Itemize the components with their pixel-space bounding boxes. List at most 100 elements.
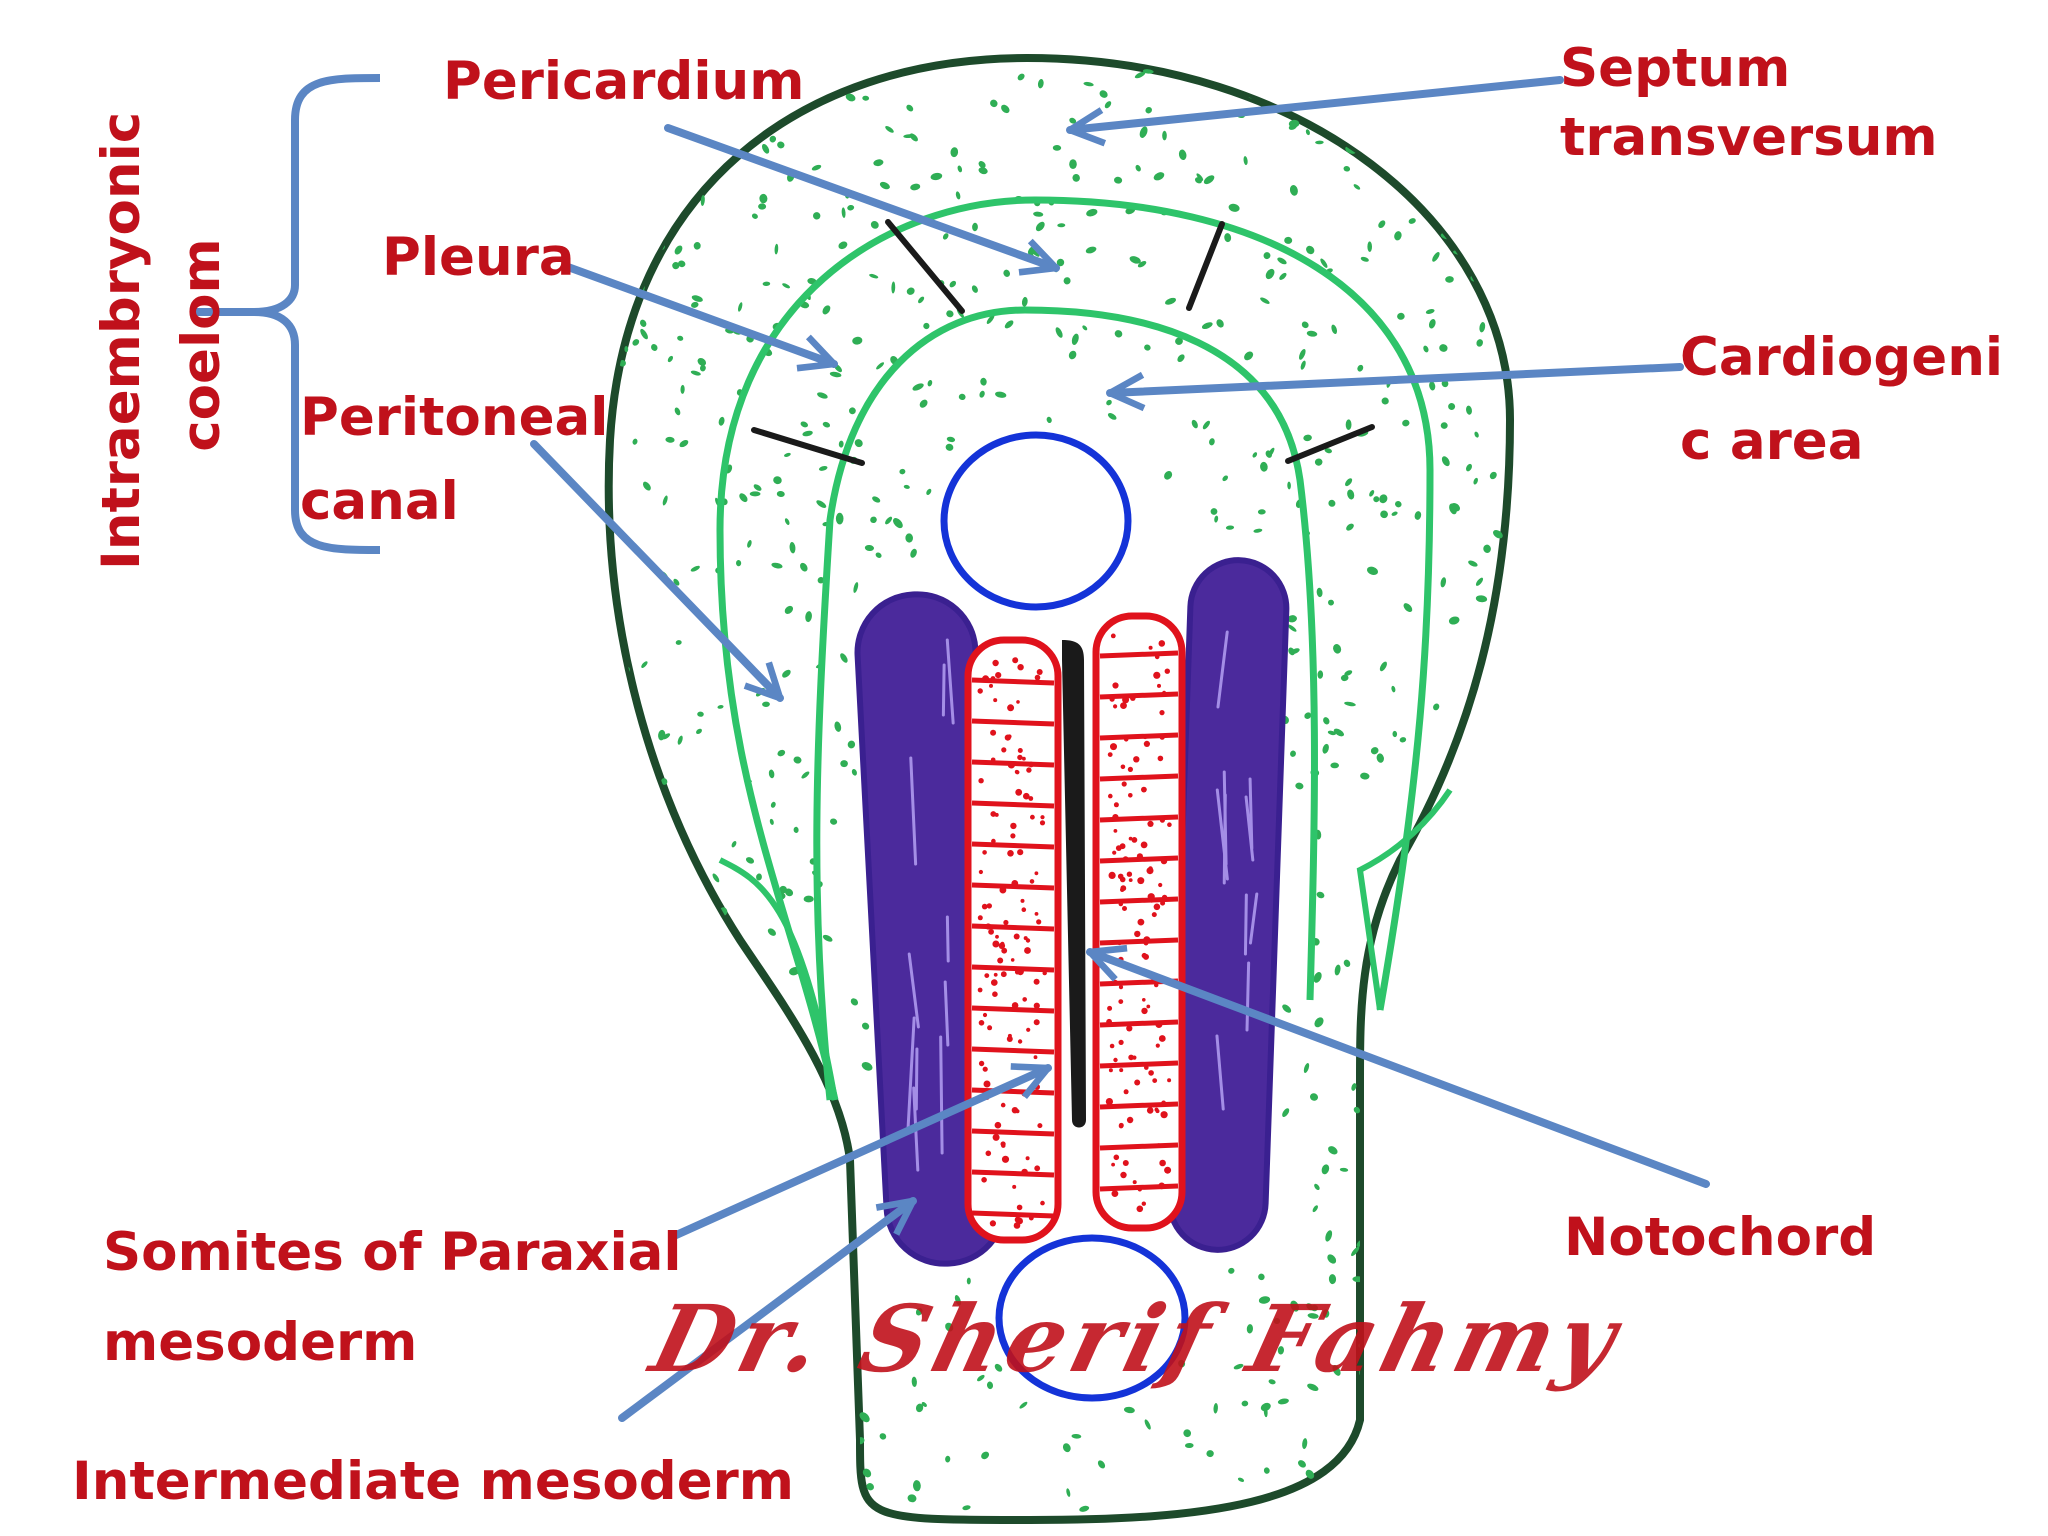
somite-dot <box>1016 700 1020 704</box>
somite-dot <box>1108 1068 1113 1073</box>
mesoderm-dot <box>782 283 791 289</box>
mesoderm-dot <box>1360 772 1370 780</box>
mesoderm-dot <box>946 436 956 443</box>
mesoderm-dot <box>1033 211 1044 217</box>
mesoderm-dot <box>919 399 928 408</box>
mesoderm-dot <box>1243 156 1248 166</box>
mesoderm-dot <box>1397 312 1405 320</box>
mesoderm-dot <box>1290 1300 1300 1312</box>
mesoderm-dot <box>1328 1274 1337 1285</box>
mesoderm-dot <box>830 818 838 825</box>
mesoderm-dot <box>806 1184 814 1191</box>
label-peritoneal-line1: Peritoneal <box>300 387 609 448</box>
mesoderm-dot <box>1490 109 1499 119</box>
mesoderm-dot <box>777 141 785 149</box>
mesoderm-dot <box>1367 241 1373 252</box>
somite-dot <box>1034 871 1039 876</box>
somite-dot <box>1010 822 1017 830</box>
somite-dot <box>1007 850 1014 857</box>
mesoderm-dot <box>1485 752 1495 764</box>
mesoderm-dot <box>1001 104 1010 114</box>
mesoderm-dot <box>691 295 703 302</box>
mesoderm-dot <box>639 153 649 161</box>
mesoderm-dot <box>661 778 668 785</box>
somite-dot <box>978 1060 985 1067</box>
mesoderm-dot <box>1071 1433 1082 1439</box>
somite-dot <box>982 675 990 683</box>
mesoderm-dot <box>712 873 720 883</box>
somite-dot <box>978 1020 985 1026</box>
mesoderm-dot <box>1376 753 1384 763</box>
mesoderm-dot <box>817 392 828 399</box>
mesoderm-dot <box>1412 1104 1423 1113</box>
mesoderm-dot <box>911 1376 917 1387</box>
mesoderm-dot <box>1425 1445 1434 1453</box>
mesoderm-dot <box>1142 69 1154 74</box>
somite-dot <box>995 672 1002 679</box>
label-pleura: Pleura <box>382 227 575 288</box>
mesoderm-dot <box>1290 648 1300 655</box>
somite-dot <box>1034 674 1041 681</box>
mesoderm-dot <box>1441 214 1448 227</box>
somite-dot <box>978 778 984 784</box>
somite-dot <box>1040 1200 1045 1206</box>
somite-dot <box>1110 633 1116 639</box>
mesoderm-dot <box>1263 1467 1270 1474</box>
mesoderm-dot <box>1447 195 1453 202</box>
mesoderm-dot <box>816 500 827 508</box>
somite-segment <box>1099 814 1179 823</box>
somite-dot <box>1134 930 1141 938</box>
somite-dot <box>1161 690 1167 696</box>
mesoderm-dot <box>757 1397 767 1408</box>
somite-dot <box>1000 1102 1006 1108</box>
mesoderm-dot <box>677 735 683 745</box>
somite-dot <box>1028 796 1034 801</box>
mesoderm-dot <box>1263 252 1271 260</box>
mesoderm-dot <box>1340 674 1349 682</box>
somite-dot <box>1164 668 1171 674</box>
mesoderm-dot <box>680 384 685 394</box>
mesoderm-dot <box>1178 1359 1186 1368</box>
mesoderm-dot <box>870 516 877 524</box>
mesoderm-dot <box>921 1402 927 1407</box>
mesoderm-dot <box>1139 126 1148 138</box>
mesoderm-dot <box>649 176 659 184</box>
mesoderm-dot <box>1164 471 1173 480</box>
mesoderm-dot <box>1472 162 1481 170</box>
mesoderm-dot <box>1355 1498 1366 1507</box>
mesoderm-dot <box>1394 231 1402 241</box>
mesoderm-dot <box>1185 1442 1194 1449</box>
mesoderm-dot <box>841 207 846 218</box>
somite-dot <box>1122 1160 1129 1166</box>
author-signature: Dr. Sherif Fahmy <box>641 1285 1633 1393</box>
mesoderm-dot <box>1474 431 1479 438</box>
mesoderm-dot <box>677 335 684 341</box>
mesoderm-dot <box>1481 118 1492 127</box>
somite-dot <box>982 1066 988 1072</box>
somite-dot <box>1113 704 1118 709</box>
mesoderm-dot <box>758 203 767 210</box>
mesoderm-dot <box>1137 260 1147 268</box>
somite-dot <box>1144 1065 1149 1070</box>
mesoderm-dot <box>979 390 985 398</box>
mesoderm-dot <box>899 468 906 475</box>
somite-dot <box>988 928 994 935</box>
mesoderm-dot <box>1203 175 1215 185</box>
mesoderm-dot <box>1423 345 1429 353</box>
somite-dot <box>1167 822 1172 827</box>
mesoderm-dot <box>784 605 794 614</box>
mesoderm-dot <box>930 172 943 181</box>
coelom-inner-base <box>1356 788 1453 1011</box>
mesoderm-dot <box>854 68 860 76</box>
mesoderm-dot <box>1191 419 1198 429</box>
mesoderm-dot <box>656 1410 666 1416</box>
somite-dot <box>990 757 996 763</box>
mesoderm-dot <box>1209 438 1215 446</box>
somite-dot <box>1024 947 1031 954</box>
mesoderm-dot <box>662 495 668 506</box>
somite-dot <box>1025 938 1031 943</box>
somite-dot <box>1119 1068 1124 1073</box>
mesoderm-dot <box>1352 1498 1360 1505</box>
mesoderm-dot <box>1481 729 1486 741</box>
mesoderm-dot <box>789 542 796 554</box>
